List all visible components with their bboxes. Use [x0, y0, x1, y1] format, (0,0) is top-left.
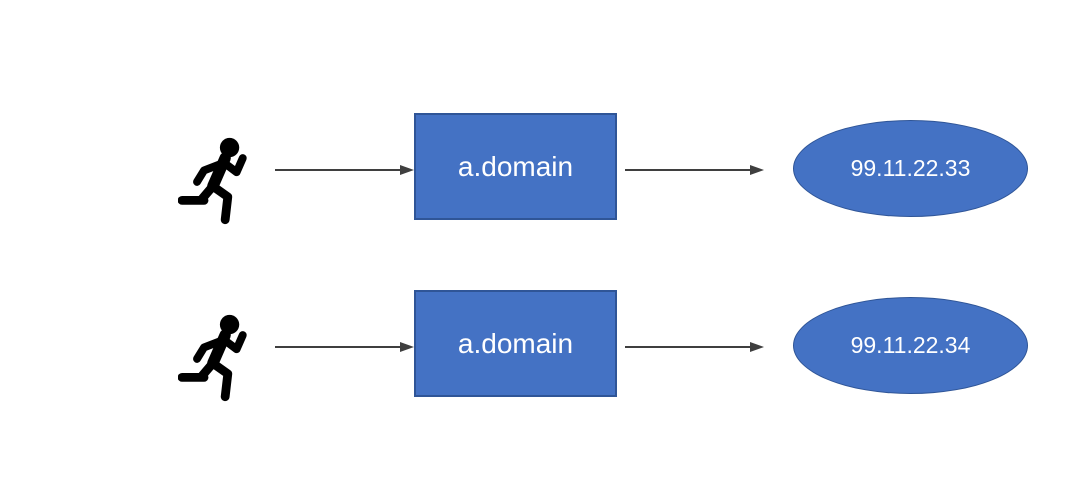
ip-ellipse: 99.11.22.34: [793, 297, 1028, 394]
running-person-icon: [178, 137, 260, 225]
running-person-icon: [178, 314, 260, 402]
domain-box: a.domain: [414, 113, 617, 220]
ip-label: 99.11.22.33: [850, 155, 971, 181]
flow-row-1: a.domain 99.11.22.33: [0, 113, 1080, 225]
ip-label: 99.11.22.34: [850, 332, 971, 358]
arrow-right-icon: [625, 342, 764, 352]
domain-label: a.domain: [457, 327, 574, 359]
flow-row-2: a.domain 99.11.22.34: [0, 290, 1080, 402]
arrow-right-icon: [275, 165, 414, 175]
arrow-right-icon: [275, 342, 414, 352]
domain-box: a.domain: [414, 290, 617, 397]
arrow-right-icon: [625, 165, 764, 175]
ip-ellipse: 99.11.22.33: [793, 120, 1028, 217]
domain-label: a.domain: [457, 150, 574, 182]
